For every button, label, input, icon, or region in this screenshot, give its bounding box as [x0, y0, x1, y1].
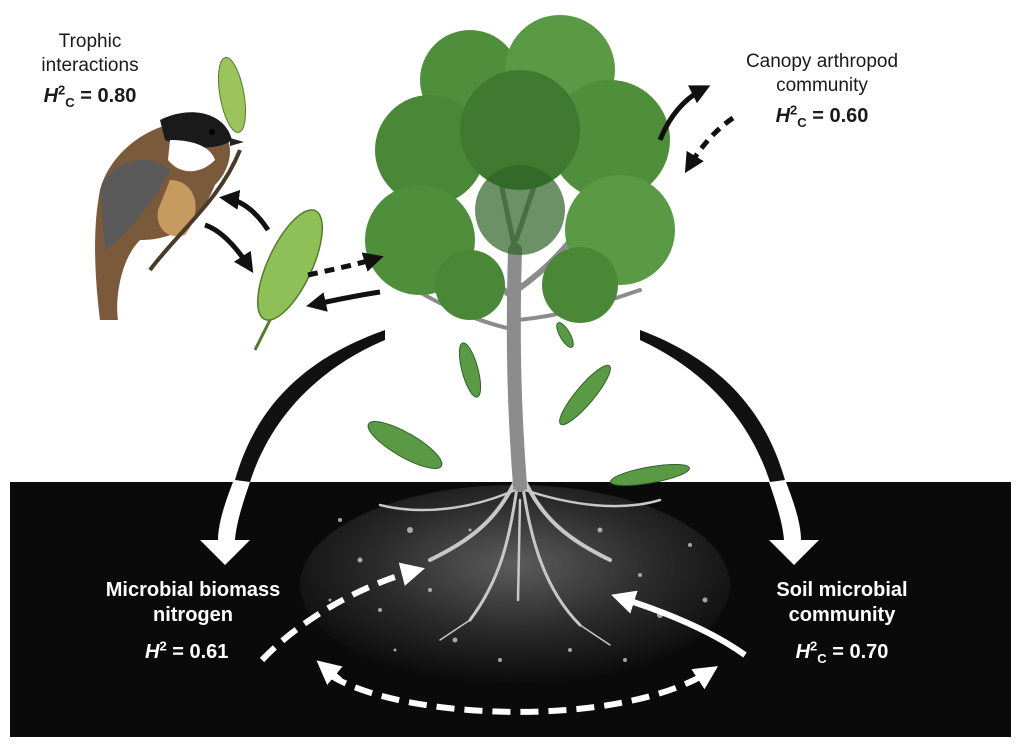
tree-to-soil-arrows — [200, 330, 819, 565]
trophic-title-line2: interactions — [41, 54, 139, 76]
h-symbol: H — [775, 104, 791, 127]
soil-microbial-title-line1: Soil microbial — [776, 579, 908, 601]
h-sup: 2 — [58, 81, 66, 97]
canopy-label: Canopy arthropod community H2C = 0.60 — [722, 50, 922, 129]
h-sup: 2 — [790, 101, 798, 117]
chickadee-bird — [95, 112, 244, 320]
h-value: = 0.70 — [832, 641, 889, 663]
microbial-biomass-title-line2: nitrogen — [153, 604, 233, 626]
h-sub: C — [797, 114, 807, 130]
soil-microbial-title-line2: community — [788, 604, 896, 626]
h-symbol: H — [795, 641, 811, 663]
microbial-biomass-title-line1: Microbial biomass — [105, 579, 281, 601]
trophic-label: Trophic interactions H2C = 0.80 — [20, 30, 160, 109]
trophic-arrows — [204, 189, 271, 274]
canopy-title-line1: Canopy arthropod — [745, 51, 899, 72]
h-value: = 0.61 — [172, 641, 229, 663]
soil-particles — [328, 518, 722, 662]
canopy-title-line2: community — [776, 74, 868, 96]
falling-leaves — [367, 322, 690, 487]
soil-arrows — [259, 562, 747, 715]
h-sup: 2 — [810, 638, 818, 654]
h-symbol: H — [145, 641, 160, 663]
soil-microbial-label: Soil microbial community H2C = 0.70 — [742, 578, 942, 665]
twig-leaves — [148, 57, 324, 351]
h-value: = 0.60 — [812, 104, 869, 127]
microbial-biomass-label: Microbial biomass nitrogen H2 = 0.61 — [78, 578, 308, 665]
tree-canopy — [365, 15, 675, 323]
trophic-title-line1: Trophic — [58, 31, 122, 52]
h-sub: C — [817, 651, 827, 666]
root-zone — [300, 485, 730, 685]
h-value: = 0.80 — [80, 84, 137, 107]
trophic-heritability: H2C = 0.80 — [20, 81, 160, 110]
canopy-heritability: H2C = 0.60 — [722, 101, 922, 130]
h-sup: 2 — [159, 638, 167, 654]
h-sub: C — [65, 94, 75, 110]
leaf-tree-arrows — [306, 252, 384, 312]
microbial-biomass-heritability: H2 = 0.61 — [78, 638, 308, 665]
soil-microbial-heritability: H2C = 0.70 — [742, 638, 942, 666]
tree-roots — [378, 468, 662, 646]
h-symbol: H — [43, 84, 59, 107]
canopy-arrows — [657, 85, 735, 174]
